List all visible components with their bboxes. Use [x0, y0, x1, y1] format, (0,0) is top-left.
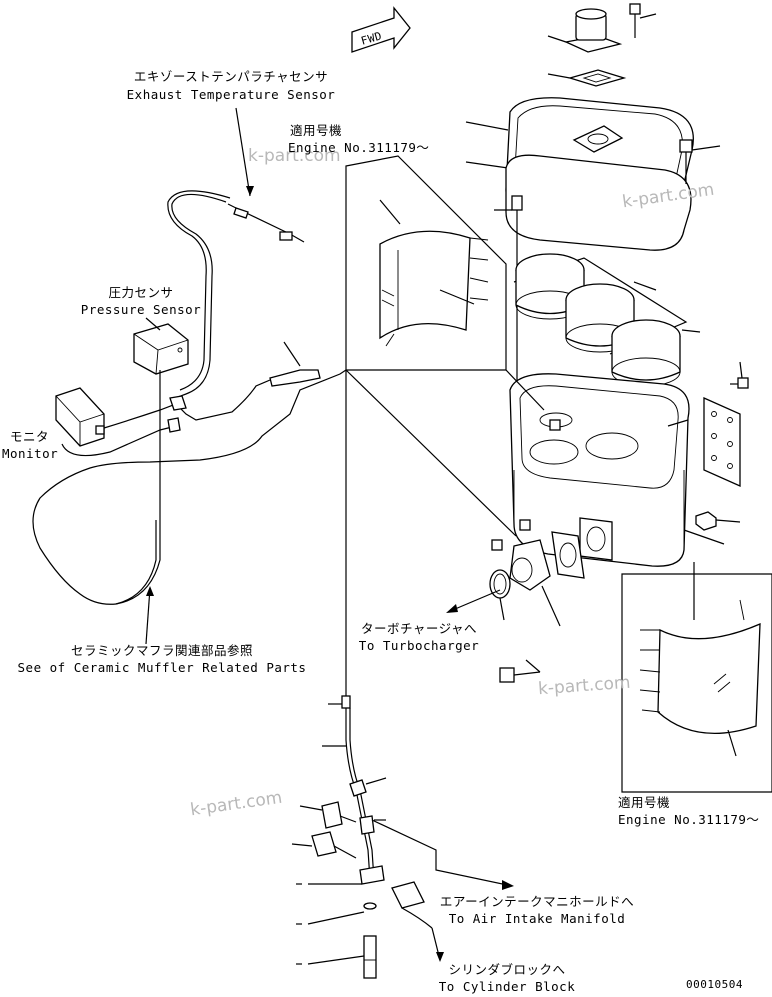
air-intake-pipe-part: [341, 370, 385, 885]
outlet-gasket-part: [551, 531, 585, 579]
muffler-housing-part: [509, 373, 690, 567]
monitor-label-jp: モニタ: [10, 429, 50, 444]
turbocharger-label-jp: ターボチャージャへ: [360, 621, 477, 636]
turbo-bolt-part: [499, 667, 541, 683]
pressure-sensor-part: [133, 323, 189, 375]
hose-bolt-2-part: [311, 831, 357, 859]
pressure-sensor-label-en: Pressure Sensor: [80, 302, 202, 317]
turbocharger-arrow-icon: [446, 589, 501, 613]
air-intake-arrow-icon: [371, 819, 514, 890]
applicable-label-jp-1: 適用号機: [290, 123, 343, 138]
watermark: k-part.com: [248, 146, 341, 166]
gasket-part: [567, 69, 627, 87]
monitor-harness-wire: [61, 369, 321, 457]
applicable-label-jp-2: 適用号機: [618, 795, 671, 810]
nut-part: [695, 511, 717, 531]
cover-flange-part: [505, 154, 692, 251]
air-intake-label-jp: エアーインテークマニホールドへ: [439, 894, 635, 909]
applicable-label-en-1: Engine No.311179～: [288, 140, 430, 155]
outlet-flange-part: [579, 517, 613, 561]
turbocharger-label-en: To Turbocharger: [358, 638, 480, 653]
ceramic-muffler-label-jp: セラミックマフラ関連部品参照: [70, 643, 253, 658]
monitor-part: [55, 387, 105, 447]
top-cap-part: [563, 8, 623, 53]
pressure-sensor-label-jp: 圧力センサ: [108, 285, 174, 300]
union-part: [391, 881, 433, 929]
fwd-arrow-icon: [351, 6, 411, 53]
cylinder-block-arrow-icon: [431, 927, 444, 962]
cylinder-pipe-part: [363, 935, 377, 979]
heat-shield-detail-box-1: [345, 155, 507, 371]
cylinder-block-label-en: To Cylinder Block: [438, 979, 576, 994]
exhaust-sensor-label-en: Exhaust Temperature Sensor: [126, 87, 336, 102]
routing-outline: [32, 369, 347, 605]
top-bolt-part: [629, 3, 641, 38]
hose-bolt-1-part: [321, 801, 357, 829]
cylinder-block-label-jp: シリンダブロックへ: [448, 962, 566, 977]
exhaust-temperature-sensor-part: [227, 203, 305, 243]
monitor-label-en: Monitor: [2, 446, 59, 461]
o-ring-part: [489, 569, 511, 599]
pipe-assembly-part: [513, 253, 688, 387]
sensor-harness-wire: [167, 190, 231, 401]
plate-bolt-part: [730, 377, 749, 389]
applicable-label-en-2: Engine No.311179～: [618, 812, 760, 827]
air-intake-label-en: To Air Intake Manifold: [448, 911, 626, 926]
drawing-number: 00010504: [686, 978, 743, 991]
ceramic-muffler-label-en: See of Ceramic Muffler Related Parts: [17, 660, 307, 675]
cover-bolt-part: [679, 139, 693, 184]
side-plate-part: [703, 396, 741, 488]
elbow-part: [491, 519, 551, 591]
heat-shield-detail-box-2: [621, 573, 772, 793]
washer-part: [363, 902, 377, 910]
exhaust-sensor-label-jp: エキゾーストテンパラチャセンサ: [133, 69, 329, 84]
